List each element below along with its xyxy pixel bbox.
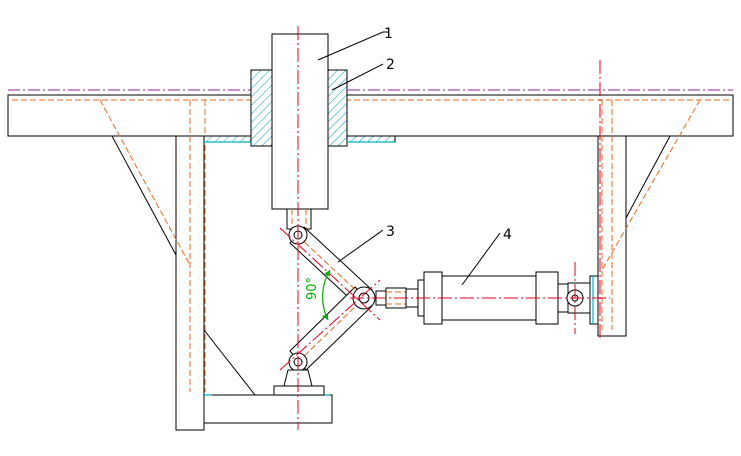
part-label-2: 2 [386, 57, 395, 73]
part-label-4: 4 [503, 227, 512, 243]
angle-label: 90° [305, 277, 320, 300]
left-frame-leg [99, 99, 256, 431]
base-plate [203, 394, 333, 424]
part-label-1: 1 [384, 26, 393, 42]
right-frame-leg [597, 99, 701, 337]
part-callouts: 1 2 3 4 [317, 26, 512, 286]
bearing-sleeve [203, 69, 396, 147]
angle-dimension: 90° [305, 269, 331, 321]
cylinder-rear-mount [566, 275, 599, 325]
part-label-3: 3 [386, 224, 395, 240]
vertical-column [271, 33, 329, 210]
horizontal-beam [7, 94, 734, 137]
